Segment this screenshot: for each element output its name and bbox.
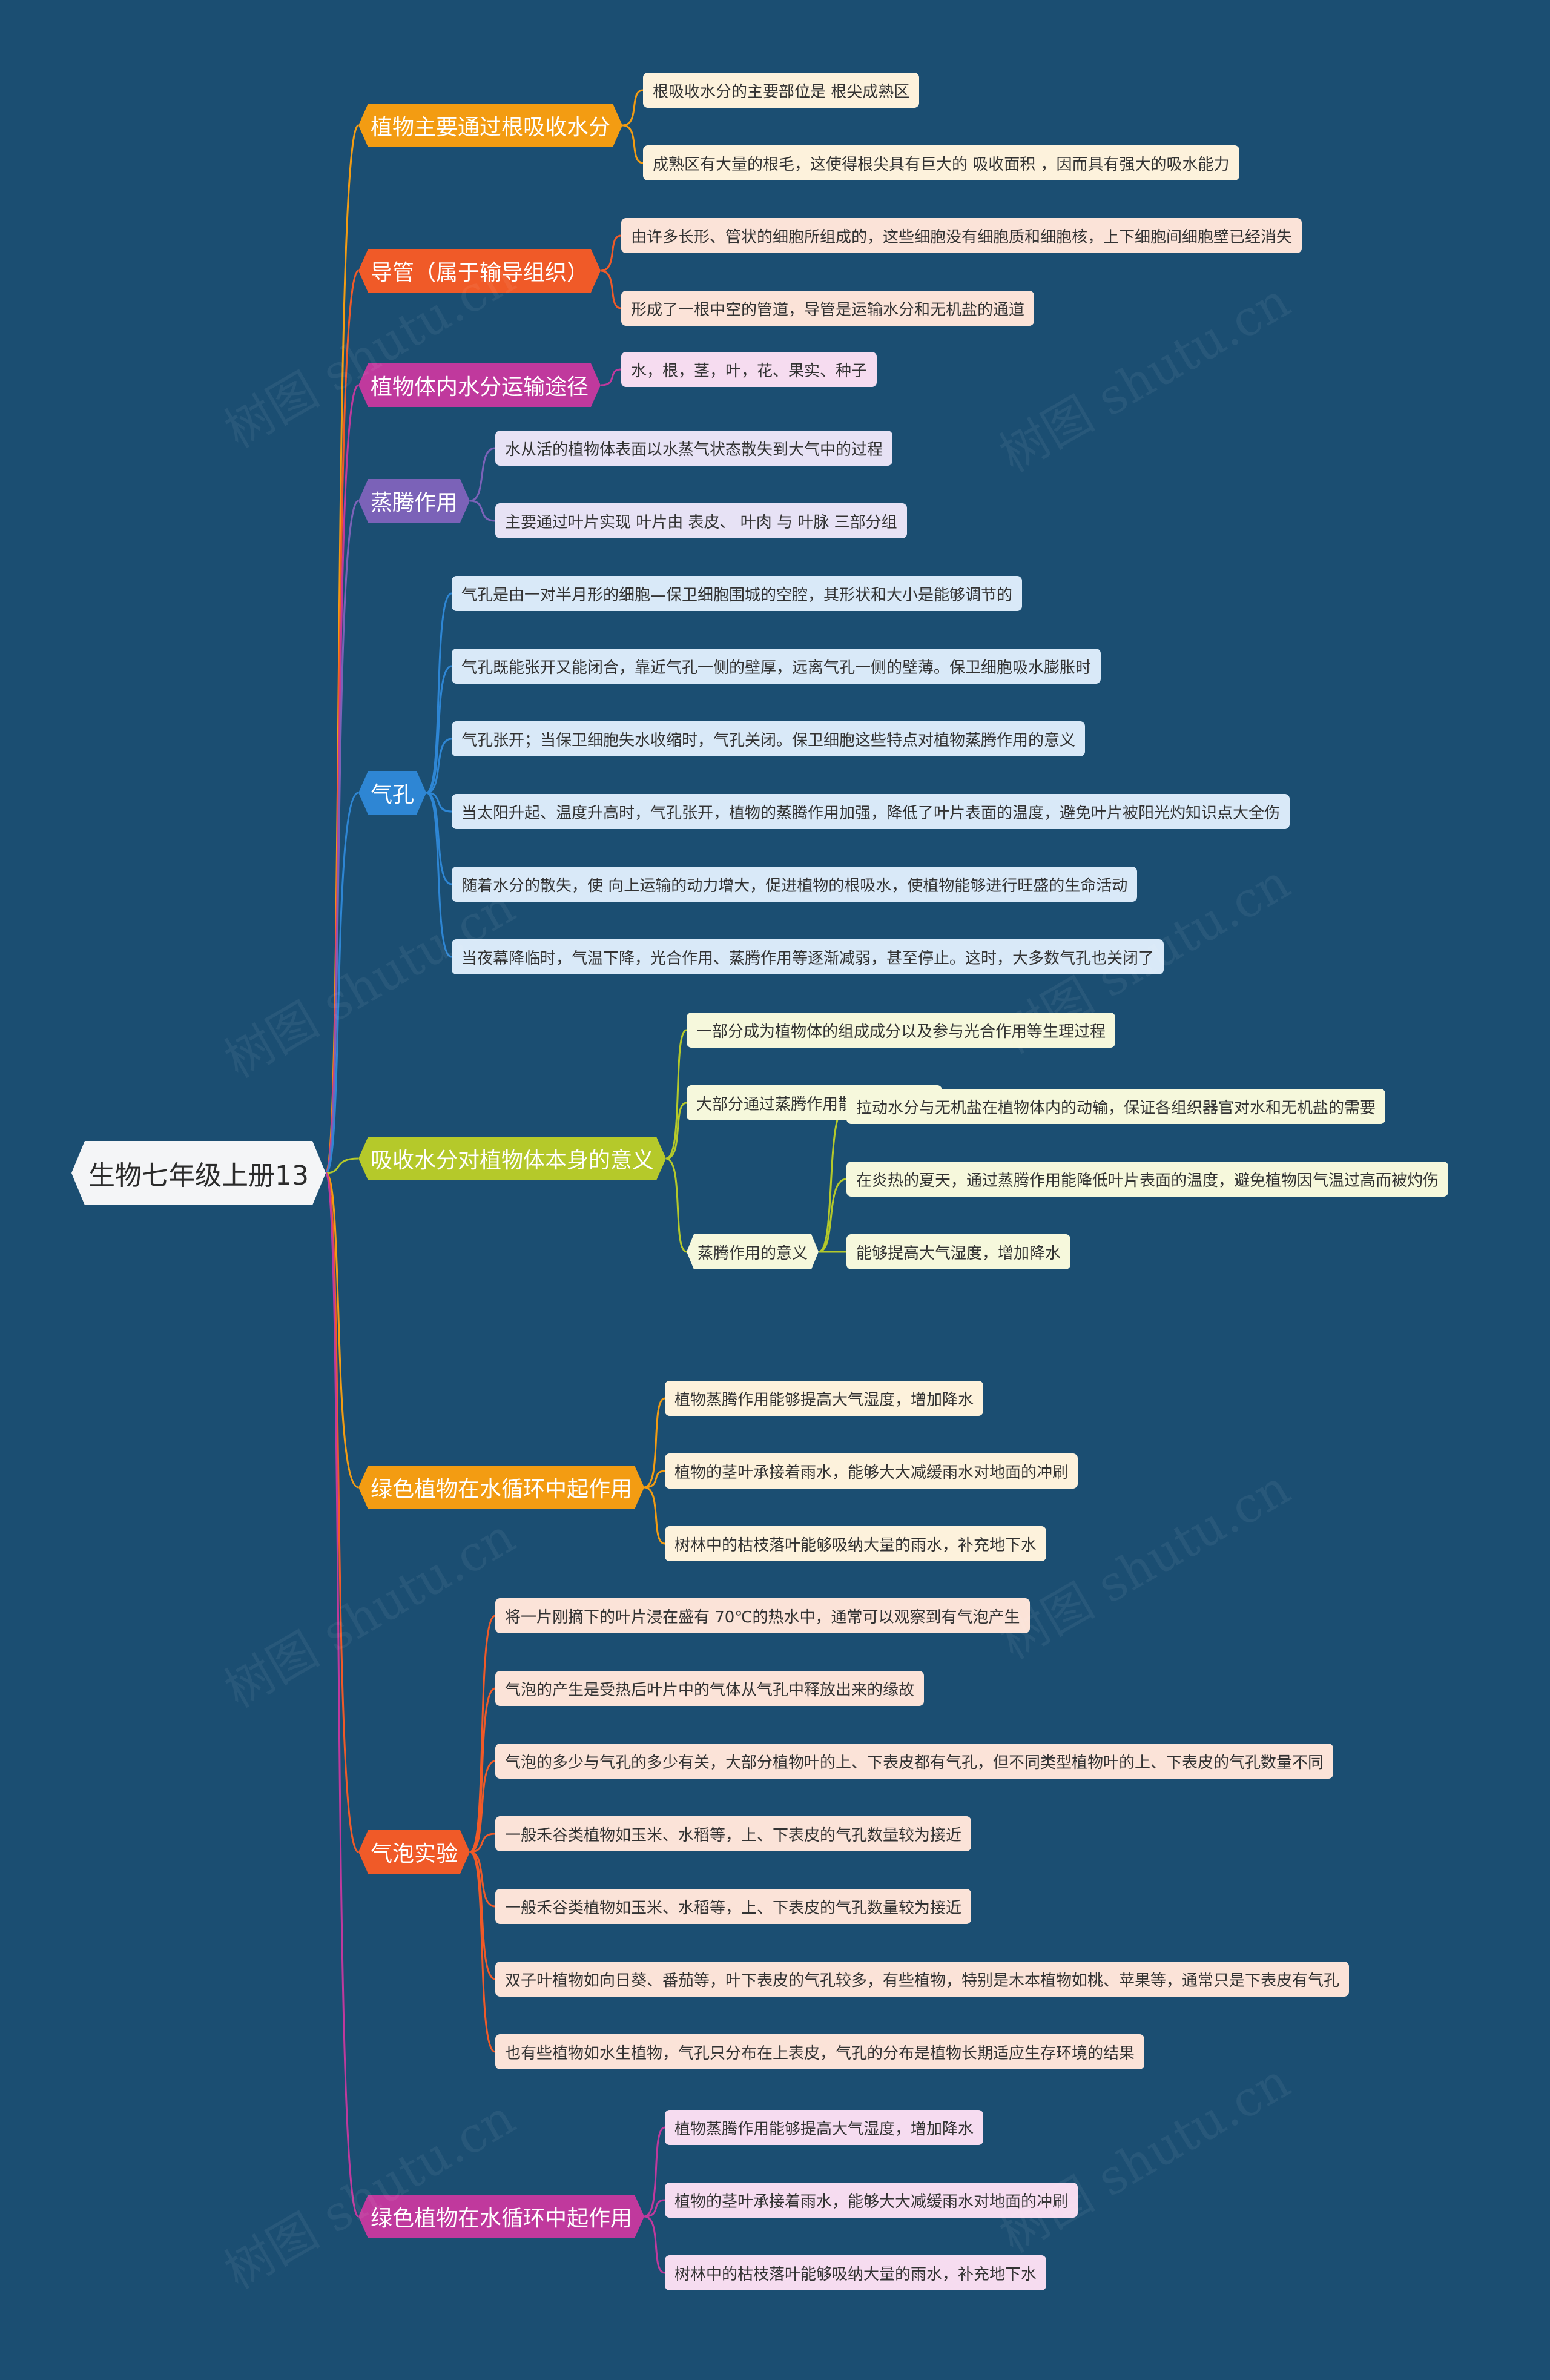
connector-line	[665, 1102, 687, 1160]
connector-line	[325, 1172, 359, 1853]
leaf-topic[interactable]: 由许多长形、管状的细胞所组成的，这些细胞没有细胞质和细胞核，上下细胞间细胞壁已经…	[621, 218, 1302, 253]
branch-topic[interactable]: 绿色植物在水循环中起作用	[358, 2195, 644, 2238]
leaf-topic[interactable]: 将一片刚摘下的叶片浸在盛有 70℃的热水中，通常可以观察到有气泡产生	[495, 1598, 1030, 1633]
leaf-topic[interactable]: 双子叶植物如向日葵、番茄等，叶下表皮的气孔较多，有些植物，特别是木本植物如桃、苹…	[495, 1962, 1350, 1997]
root-topic[interactable]: 生物七年级上册13	[71, 1141, 326, 1205]
connector-line	[644, 1470, 665, 1489]
branch-topic[interactable]: 吸收水分对植物体本身的意义	[358, 1137, 666, 1180]
leaf-topic[interactable]: 植物的茎叶承接着雨水，能够大大减缓雨水对地面的冲刷	[665, 1453, 1078, 1489]
leaf-topic[interactable]: 随着水分的散失，使 向上运输的动力增大，促进植物的根吸水，使植物能够进行旺盛的生…	[452, 867, 1138, 902]
connector-line	[622, 89, 644, 127]
connector-line	[325, 1172, 359, 1489]
branch-topic[interactable]: 蒸腾作用	[358, 479, 470, 523]
branch-topic[interactable]: 植物主要通过根吸收水分	[358, 104, 622, 147]
connector-line	[469, 1851, 496, 1980]
connector-line	[644, 1486, 665, 1545]
connector-line	[426, 665, 452, 794]
leaf-topic[interactable]: 气泡的产生是受热后叶片中的气体从气孔中释放出来的缘故	[495, 1671, 925, 1706]
connector-line	[325, 1172, 360, 2218]
connector-line	[469, 1615, 496, 1853]
leaf-topic[interactable]: 当太阳升起、温度升高时，气孔张开，植物的蒸腾作用加强，降低了叶片表面的温度，避免…	[452, 794, 1290, 829]
connector-line	[426, 792, 452, 813]
leaf-topic[interactable]: 一般禾谷类植物如玉米、水稻等，上、下表皮的气孔数量较为接近	[495, 1889, 972, 1924]
connector-line	[665, 1157, 687, 1253]
branch-topic[interactable]: 导管（属于输导组织）	[358, 249, 601, 293]
leaf-topic[interactable]: 形成了一根中空的管道，导管是运输水分和无机盐的通道	[621, 291, 1035, 326]
branch-topic[interactable]: 气泡实验	[358, 1830, 470, 1874]
connector-line	[469, 500, 496, 522]
connector-line	[469, 1687, 496, 1853]
connector-line	[665, 1029, 687, 1160]
connector-line	[426, 738, 452, 794]
connector-line	[426, 792, 452, 885]
leaf-topic[interactable]: 拉动水分与无机盐在植物体内的动输，保证各组织器官对水和无机盐的需要	[846, 1089, 1386, 1124]
connector-line	[325, 1157, 359, 1174]
branch-topic[interactable]: 绿色植物在水循环中起作用	[358, 1466, 644, 1509]
connector-line	[426, 592, 452, 794]
connector-line	[644, 2199, 665, 2218]
connector-line	[469, 1760, 496, 1853]
connector-line	[426, 792, 452, 958]
connector-line	[469, 447, 496, 502]
leaf-topic[interactable]: 一般禾谷类植物如玉米、水稻等，上、下表皮的气孔数量较为接近	[495, 1816, 972, 1851]
leaf-topic[interactable]: 根吸收水分的主要部位是 根尖成熟区	[643, 73, 920, 108]
leaf-topic[interactable]: 当夜幕降临时，气温下降，光合作用、蒸腾作用等逐渐减弱，甚至停止。这时，大多数气孔…	[452, 939, 1164, 974]
leaf-topic[interactable]: 气孔既能张开又能闭合，靠近气孔一侧的壁厚，远离气孔一侧的壁薄。保卫细胞吸水膨胀时	[452, 649, 1101, 684]
connector-line	[644, 2215, 665, 2274]
leaf-topic[interactable]: 树林中的枯枝落叶能够吸纳大量的雨水，补充地下水	[665, 1526, 1047, 1561]
connector-line	[818, 1105, 847, 1253]
connector-line	[469, 1851, 496, 2053]
leaf-topic[interactable]: 能够提高大气湿度，增加降水	[846, 1234, 1071, 1269]
leaf-topic[interactable]: 植物蒸腾作用能够提高大气湿度，增加降水	[665, 2110, 984, 2145]
connector-line	[600, 269, 622, 309]
connector-line	[818, 1178, 847, 1253]
sub-topic[interactable]: 蒸腾作用的意义	[687, 1234, 819, 1269]
leaf-topic[interactable]: 水从活的植物体表面以水蒸气状态散失到大气中的过程	[495, 431, 893, 466]
connector-line	[644, 1397, 665, 1489]
leaf-topic[interactable]: 水，根，茎，叶，花、果实、种子	[621, 352, 877, 387]
connector-line	[469, 1851, 496, 1908]
leaf-topic[interactable]: 在炎热的夏天，通过蒸腾作用能降低叶片表面的温度，避免植物因气温过高而被灼伤	[846, 1162, 1449, 1197]
leaf-topic[interactable]: 气泡的多少与气孔的多少有关，大部分植物叶的上、下表皮都有气孔，但不同类型植物叶的…	[495, 1744, 1334, 1779]
branch-topic[interactable]: 气孔	[358, 771, 426, 815]
connector-line	[600, 234, 622, 272]
leaf-topic[interactable]: 气孔是由一对半月形的细胞—保卫细胞围城的空腔，其形状和大小是能够调节的	[452, 576, 1023, 611]
connector-line	[644, 2126, 665, 2218]
connector-line	[469, 1833, 496, 1853]
leaf-topic[interactable]: 树林中的枯枝落叶能够吸纳大量的雨水，补充地下水	[665, 2255, 1047, 2290]
leaf-topic[interactable]: 一部分成为植物体的组成成分以及参与光合作用等生理过程	[687, 1013, 1116, 1048]
leaf-topic[interactable]: 主要通过叶片实现 叶片由 表皮、 叶肉 与 叶脉 三部分组	[495, 503, 907, 538]
leaf-topic[interactable]: 植物的茎叶承接着雨水，能够大大减缓雨水对地面的冲刷	[665, 2183, 1078, 2218]
leaf-topic[interactable]: 成熟区有大量的根毛，这使得根尖具有巨大的 吸收面积 ，因而具有强大的吸水能力	[643, 145, 1239, 180]
leaf-topic[interactable]: 植物蒸腾作用能够提高大气湿度，增加降水	[665, 1381, 984, 1416]
branch-topic[interactable]: 植物体内水分运输途径	[358, 363, 601, 407]
connector-line	[325, 500, 359, 1174]
leaf-topic[interactable]: 也有些植物如水生植物，气孔只分布在上表皮，气孔的分布是植物长期适应生存环境的结果	[495, 2034, 1145, 2069]
leaf-topic[interactable]: 气孔张开；当保卫细胞失水收缩时，气孔关闭。保卫细胞这些特点对植物蒸腾作用的意义	[452, 721, 1086, 756]
connector-line	[325, 792, 359, 1174]
connector-line	[622, 124, 644, 164]
connector-line	[600, 368, 622, 386]
